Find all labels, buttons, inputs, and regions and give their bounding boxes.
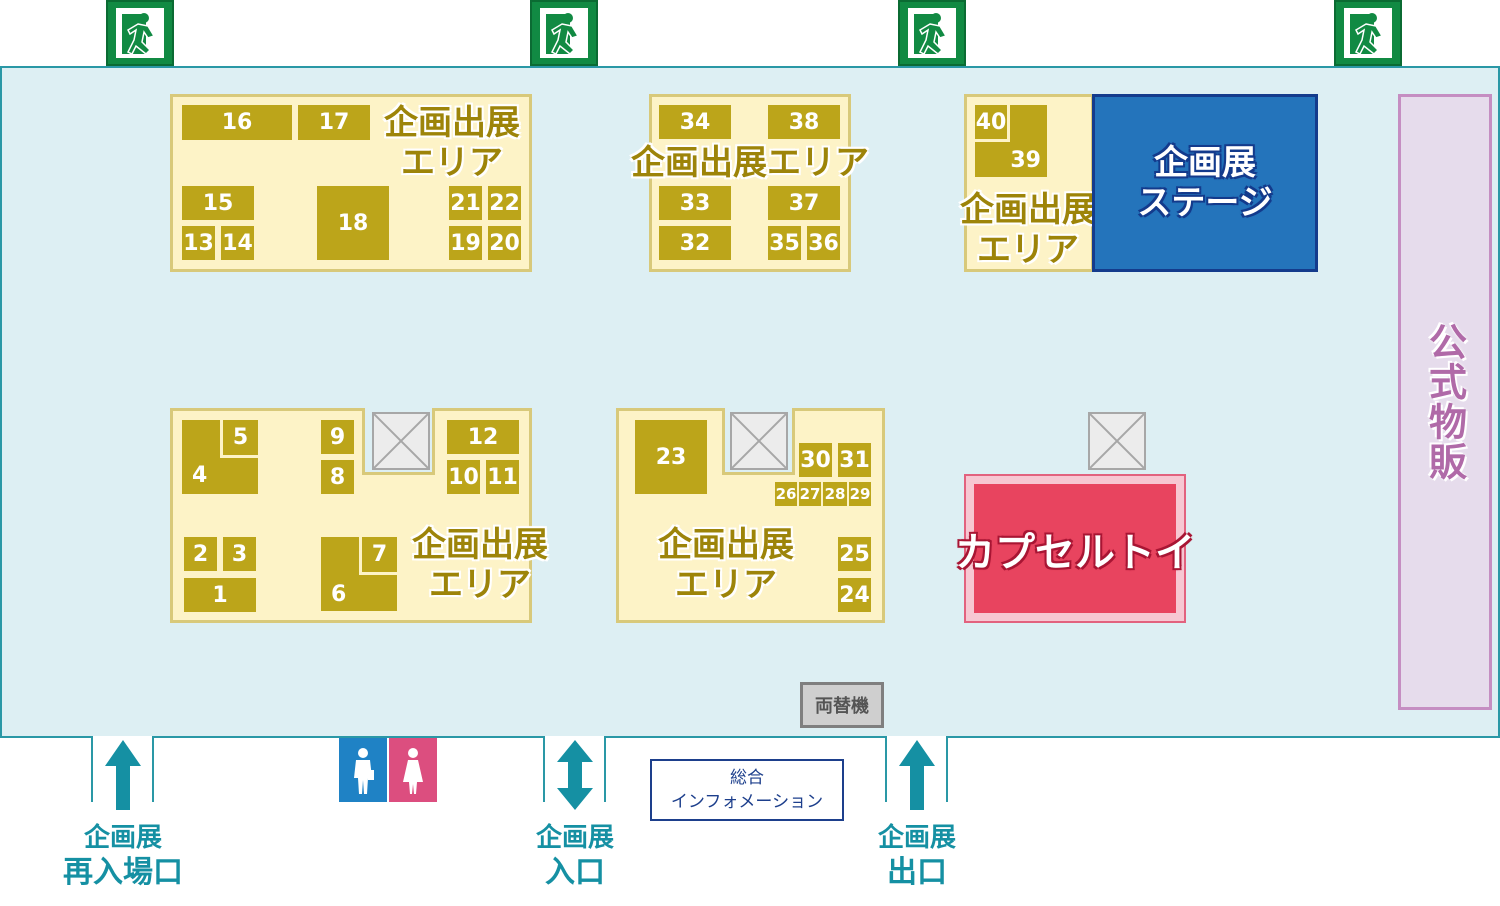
emergency-exit-sign-icon: [898, 0, 966, 66]
entrance-line2: 入口: [545, 855, 605, 890]
area-label-line2: エリア: [977, 230, 1079, 270]
booth-12[interactable]: 12: [447, 420, 519, 454]
exit-door-label: 企画展 出口: [827, 822, 1007, 892]
booth-22[interactable]: 22: [488, 186, 521, 220]
door-frame: [152, 736, 154, 802]
booth-14[interactable]: 14: [221, 226, 254, 260]
entrance-door-label: 企画展 入口: [485, 822, 665, 892]
area-label: 企画出展 エリア: [402, 525, 558, 605]
area-label-line2: エリア: [675, 565, 777, 605]
booth-36[interactable]: 36: [807, 226, 840, 260]
booth-37[interactable]: 37: [768, 186, 840, 220]
booth-18[interactable]: 18: [317, 186, 389, 260]
stage-label-line2: ステージ: [1137, 183, 1273, 223]
booth-32[interactable]: 32: [659, 226, 731, 260]
stage-label-line1: 企画展: [1153, 143, 1256, 183]
pillar-icon: [372, 412, 430, 470]
pillar-icon: [730, 412, 788, 470]
booth-13[interactable]: 13: [182, 226, 215, 260]
door-frame: [946, 736, 948, 802]
door-frame: [543, 736, 545, 802]
arrow-up-icon: [897, 738, 937, 812]
capsule-toy-label: カプセルトイ: [955, 484, 1195, 613]
booth-8[interactable]: 8: [321, 460, 354, 494]
booth-26[interactable]: 26: [775, 482, 797, 506]
booth-29[interactable]: 29: [849, 482, 871, 506]
exhibition-stage[interactable]: 企画展 ステージ: [1092, 94, 1318, 272]
emergency-exit-sign-icon: [106, 0, 174, 66]
booth-21[interactable]: 21: [449, 186, 482, 220]
reentry-door-label: 企画展 再入場口: [33, 822, 213, 892]
area-label-line1: 企画出展: [658, 525, 794, 565]
exit-line2: 出口: [887, 855, 947, 890]
booth-3[interactable]: 3: [223, 537, 256, 571]
reentry-line2: 再入場口: [63, 855, 183, 890]
reentry-line1: 企画展: [83, 823, 162, 853]
booth-39-number: 39: [1010, 148, 1041, 173]
booth-16[interactable]: 16: [182, 105, 292, 140]
booth-10[interactable]: 10: [447, 460, 480, 494]
area-label: 企画出展エリア: [631, 143, 869, 183]
entrance-line1: 企画展: [535, 823, 614, 853]
booth-31[interactable]: 31: [838, 443, 871, 477]
info-label-line2: インフォメーション: [670, 792, 824, 812]
booth-15[interactable]: 15: [182, 186, 254, 220]
booth-9[interactable]: 9: [321, 420, 354, 454]
male-restroom-icon[interactable]: [339, 738, 387, 802]
pillar-icon: [1088, 412, 1146, 470]
door-frame: [885, 736, 887, 802]
emergency-exit-sign-icon: [530, 0, 598, 66]
area-label: 企画出展 エリア: [950, 190, 1106, 270]
money-changer[interactable]: 両替機: [800, 682, 884, 728]
booth-24[interactable]: 24: [838, 578, 871, 612]
booth-1[interactable]: 1: [184, 578, 256, 612]
booth-6-number: 6: [331, 582, 347, 607]
booth-30[interactable]: 30: [799, 443, 832, 477]
booth-33[interactable]: 33: [659, 186, 731, 220]
booth-40[interactable]: 40: [975, 105, 1010, 142]
booth-4-number: 4: [192, 463, 208, 488]
booth-17[interactable]: 17: [298, 105, 370, 140]
info-label-line1: 総合: [730, 768, 764, 788]
door-frame: [91, 736, 93, 802]
exit-line1: 企画展: [877, 823, 956, 853]
capsule-toy-area[interactable]: カプセルトイ: [955, 474, 1195, 623]
area-label-line2: エリア: [429, 565, 531, 605]
booth-5[interactable]: 5: [220, 420, 258, 458]
area-label-line2: エリア: [401, 143, 503, 183]
emergency-exit-sign-icon: [1334, 0, 1402, 66]
booth-7[interactable]: 7: [359, 537, 397, 575]
area-label-line1: 企画出展: [412, 525, 548, 565]
booth-20[interactable]: 20: [488, 226, 521, 260]
booth-19[interactable]: 19: [449, 226, 482, 260]
booth-27[interactable]: 27: [799, 482, 821, 506]
area-label: 企画出展 エリア: [646, 525, 806, 605]
arrow-up-icon: [103, 738, 143, 812]
door-frame: [604, 736, 606, 802]
booth-2[interactable]: 2: [184, 537, 217, 571]
booth-23[interactable]: 23: [635, 420, 707, 494]
booth-11[interactable]: 11: [486, 460, 519, 494]
general-information-desk[interactable]: 総合 インフォメーション: [650, 759, 844, 821]
booth-38[interactable]: 38: [768, 105, 840, 139]
female-restroom-icon[interactable]: [389, 738, 437, 802]
booth-25[interactable]: 25: [838, 537, 871, 571]
area-label-line1: 企画出展: [384, 103, 520, 143]
official-merchandise-area[interactable]: 公式物販: [1398, 94, 1492, 710]
booth-34[interactable]: 34: [659, 105, 731, 139]
booth-28[interactable]: 28: [823, 482, 847, 506]
arrow-up-down-icon: [555, 738, 595, 812]
area-label-line1: 企画出展: [960, 190, 1096, 230]
area-label: 企画出展 エリア: [372, 103, 532, 183]
booth-35[interactable]: 35: [768, 226, 801, 260]
